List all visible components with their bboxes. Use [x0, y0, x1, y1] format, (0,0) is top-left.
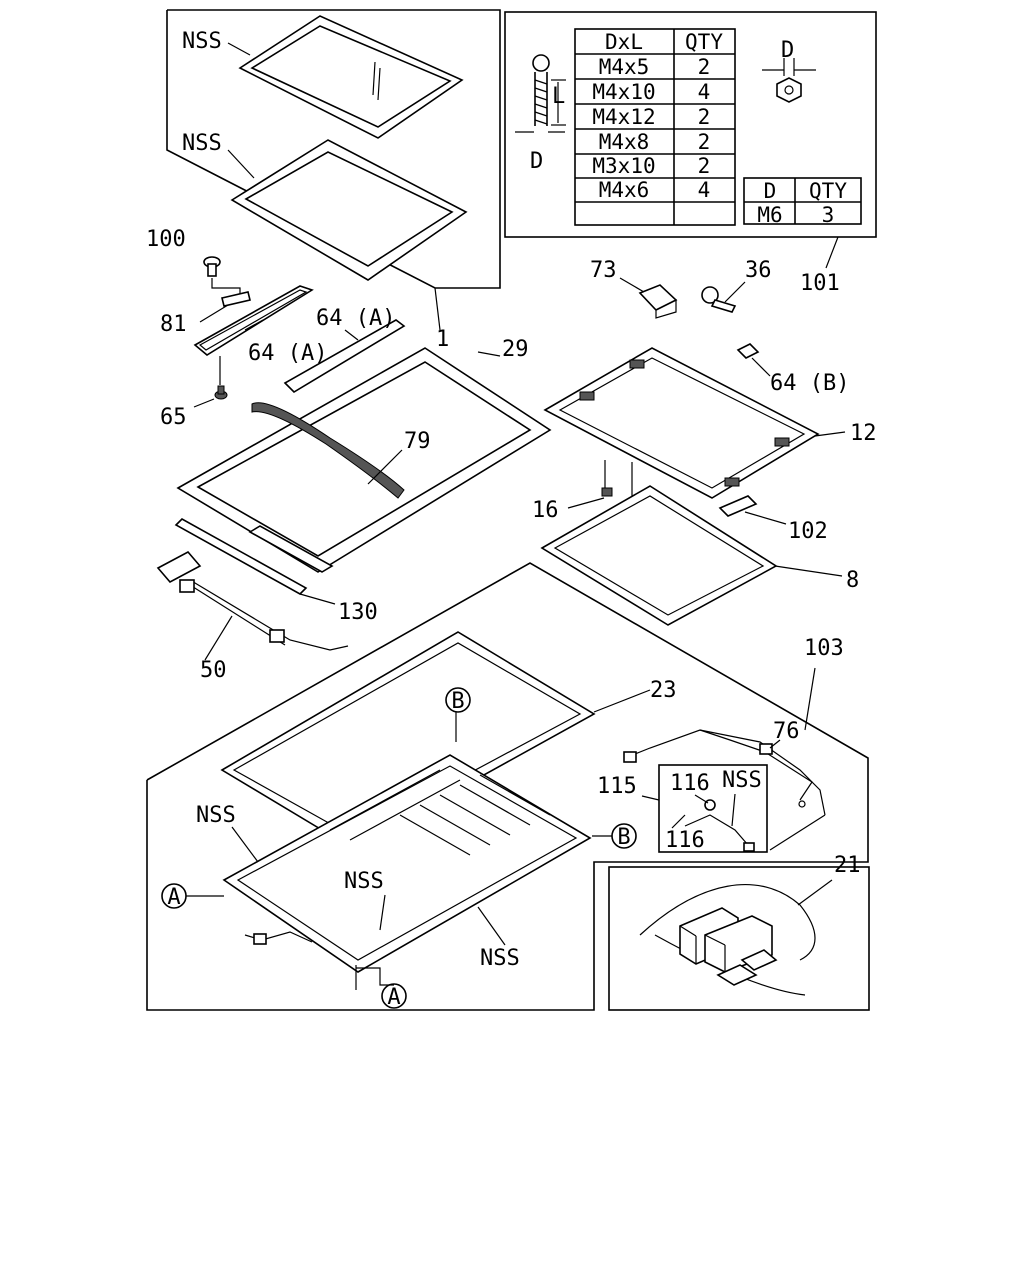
- wind-deflector-79: [251, 402, 405, 499]
- callout-16: 16: [532, 498, 559, 523]
- wire-harness-103: [623, 667, 826, 851]
- callout-116-bottom: 116: [665, 828, 705, 853]
- screw-65: [193, 356, 228, 408]
- reference-marker-a-left: A: [161, 883, 224, 910]
- nut-table: D QTY M6 3: [743, 177, 862, 227]
- reference-marker-b-right: B: [592, 823, 637, 850]
- callout-64a-left: 64 (A): [248, 341, 327, 366]
- wire-inset-115: [641, 764, 768, 853]
- bolt-100: [203, 256, 241, 295]
- switch-36: [701, 281, 746, 313]
- screw-table-cell: 2: [698, 55, 711, 79]
- screw-table-cell: 4: [698, 80, 711, 104]
- nut-table-cell: 3: [822, 203, 835, 227]
- callout-81: 81: [160, 312, 187, 337]
- callout-nss-base-left: NSS: [196, 803, 236, 828]
- fastener-table-box: [504, 11, 877, 269]
- callout-36: 36: [745, 258, 772, 283]
- screw-table-cell: 2: [698, 154, 711, 178]
- reference-marker-a-bottom: A: [356, 967, 407, 1010]
- bracket-81: [199, 291, 251, 323]
- seal-8: [540, 485, 843, 626]
- screw-table-cell: M4x8: [599, 130, 650, 154]
- sunroof-glass-panel: [238, 15, 464, 139]
- dim-length-label: L: [552, 84, 565, 109]
- glass-assembly-box: [166, 9, 501, 331]
- screw-table-cell: M4x5: [599, 55, 650, 79]
- callout-8: 8: [846, 568, 859, 593]
- deflector-arm-64a-right: [283, 319, 406, 394]
- callout-102: 102: [788, 519, 828, 544]
- ref-b-right-text: B: [617, 825, 630, 850]
- screw-table: DxL QTY M4x5 2 M4x10 4 M4x12 2 M4x8 2 M3…: [574, 28, 736, 226]
- callout-nss-base-center: NSS: [344, 869, 384, 894]
- screw-table-cell: 2: [698, 105, 711, 129]
- callout-50: 50: [200, 658, 227, 683]
- callout-116-top: 116: [670, 771, 710, 796]
- sealant-kit-box: [608, 866, 870, 1011]
- callout-115: 115: [597, 774, 637, 799]
- callout-nss-frame: NSS: [182, 131, 222, 156]
- ref-a-left-text: A: [167, 885, 180, 910]
- callout-79: 79: [404, 429, 431, 454]
- clip-64b: [736, 343, 771, 377]
- drain-tube-50: [156, 550, 349, 661]
- screw-dimension-figure: [515, 54, 566, 133]
- callout-100: 100: [146, 227, 186, 252]
- callout-103: 103: [804, 636, 844, 661]
- rail-130: [174, 518, 336, 605]
- glass-seal-frame: [230, 139, 468, 281]
- nut-dimension-figure: [762, 58, 816, 103]
- housing-tray-23: [220, 631, 651, 849]
- relay-73: [619, 277, 678, 319]
- nut-table-header-d: D: [764, 179, 777, 203]
- housing-base-frame: [222, 712, 592, 990]
- reference-marker-b-top: B: [445, 687, 471, 714]
- nut-table-cell: M6: [757, 203, 782, 227]
- nut-table-header-qty: QTY: [809, 179, 847, 203]
- screw-table-cell: 2: [698, 130, 711, 154]
- deflector-arm-64a-left: [193, 285, 314, 356]
- bracket-102: [718, 495, 787, 525]
- callout-64b: 64 (B): [770, 371, 849, 396]
- callout-65: 65: [160, 405, 187, 430]
- callout-23: 23: [650, 678, 677, 703]
- callout-101: 101: [800, 271, 840, 296]
- callout-64a-right: 64 (A): [316, 306, 395, 331]
- screw-table-cell: M4x6: [599, 178, 650, 202]
- callout-nss-wire: NSS: [722, 768, 762, 793]
- ref-b-top-text: B: [451, 689, 464, 714]
- housing-assembly-box: [146, 562, 869, 1011]
- screw-table-cell: M4x10: [592, 80, 655, 104]
- sunshade-frame-12: [543, 347, 846, 499]
- screw-table-cell: M3x10: [592, 154, 655, 178]
- callout-1: 1: [436, 327, 449, 352]
- callout-nss-base-right: NSS: [480, 946, 520, 971]
- callout-12: 12: [850, 421, 877, 446]
- dim-diameter-screw-label: D: [530, 149, 543, 174]
- sealant-kit-21: [639, 879, 833, 996]
- callout-73: 73: [590, 258, 617, 283]
- screw-table-header-dxl: DxL: [605, 30, 643, 54]
- screw-table-header-qty: QTY: [685, 30, 723, 54]
- callout-21: 21: [834, 853, 861, 878]
- callout-nss-glass: NSS: [182, 29, 222, 54]
- screw-table-cell: 4: [698, 178, 711, 202]
- callout-29: 29: [502, 337, 529, 362]
- callout-76: 76: [773, 719, 800, 744]
- dim-diameter-nut-label: D: [781, 38, 794, 63]
- callout-130: 130: [338, 600, 378, 625]
- screw-table-cell: M4x12: [592, 105, 655, 129]
- ref-a-bottom-text: A: [387, 985, 400, 1010]
